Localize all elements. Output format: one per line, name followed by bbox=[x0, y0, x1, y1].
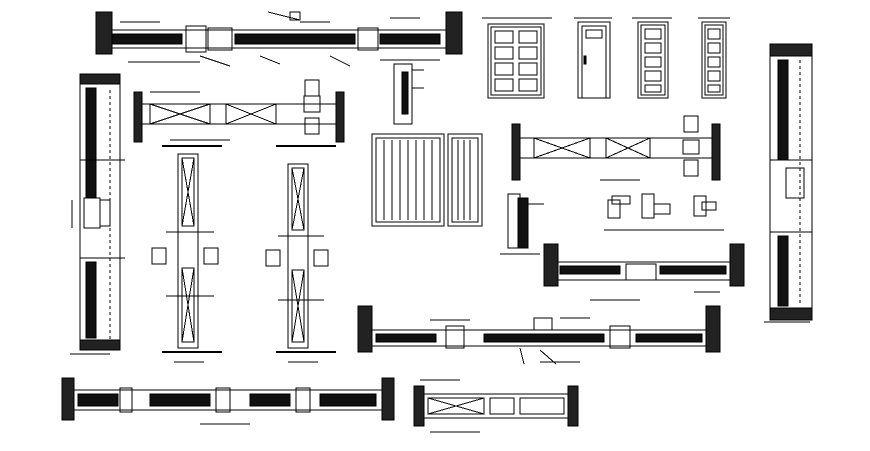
door-section-bottom-left bbox=[61, 377, 395, 425]
door-section-right-vertical bbox=[764, 43, 813, 323]
door-section-bottom-center bbox=[357, 305, 721, 365]
door-elevation-louvred-pair bbox=[371, 133, 483, 227]
frame-joint-details bbox=[604, 193, 724, 231]
door-elevation-panelled-slim bbox=[698, 17, 730, 99]
door-section-bottom-right bbox=[413, 379, 579, 433]
door-section-plan-right bbox=[511, 115, 721, 181]
door-section-right-middle bbox=[543, 243, 745, 301]
door-section-top bbox=[95, 11, 463, 67]
door-elevation-panelled bbox=[482, 17, 552, 99]
frame-profile-detail bbox=[500, 193, 544, 255]
door-elevation-panelled-narrow bbox=[632, 17, 672, 99]
door-section-plan-top-left bbox=[133, 79, 345, 143]
frame-detail-small bbox=[380, 59, 440, 125]
door-section-vertical-right bbox=[265, 145, 336, 363]
door-elevation-flush-glazed bbox=[574, 17, 612, 99]
door-section-vertical-left bbox=[151, 145, 222, 363]
door-section-left-vertical bbox=[70, 73, 125, 355]
